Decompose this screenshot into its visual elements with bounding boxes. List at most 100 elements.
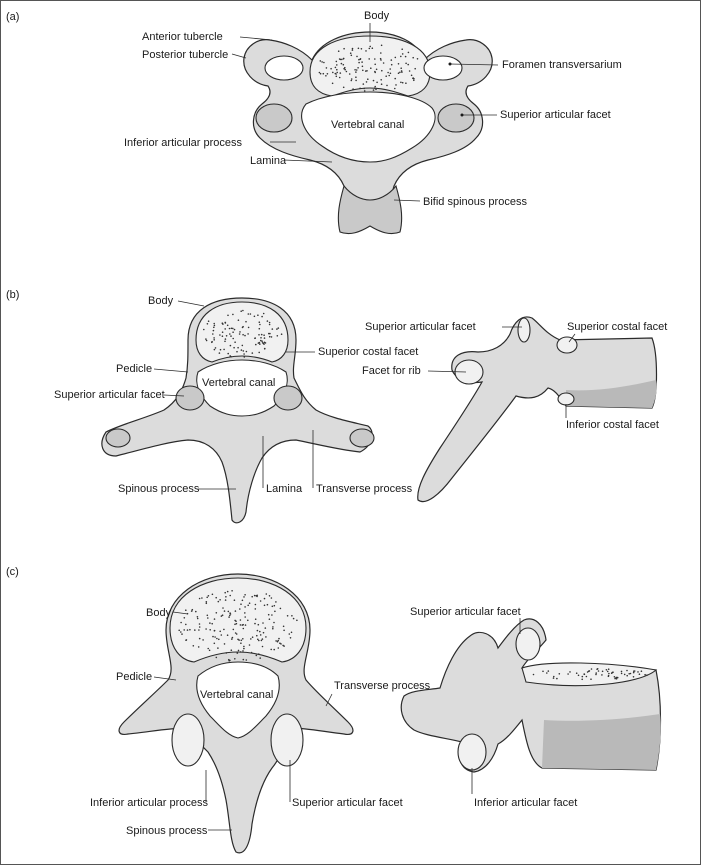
stipple-dot (198, 597, 201, 600)
stipple-dot (283, 645, 285, 647)
stipple-dot (343, 47, 345, 50)
stipple-dot (254, 622, 256, 625)
stipple-dot (623, 673, 626, 676)
stipple-dot (183, 629, 185, 631)
stipple-dot (386, 84, 388, 87)
stipple-dot (273, 604, 276, 607)
leader-a-foramen (449, 63, 499, 66)
stipple-dot (213, 322, 215, 325)
stipple-dot (248, 602, 251, 604)
stipple-dot (355, 69, 358, 71)
stipple-dot (268, 332, 270, 335)
stipple-dot (244, 616, 246, 618)
stipple-dot (253, 594, 256, 597)
stipple-dot (245, 659, 248, 661)
left-superior-articular-facet (255, 103, 293, 133)
stipple-dot (405, 62, 407, 65)
stipple-dot (412, 56, 415, 59)
stipple-dot (412, 77, 415, 79)
stipple-dot (577, 674, 580, 677)
label-a-vertebral-canal: Vertebral canal (331, 119, 404, 131)
stipple-dot (351, 49, 354, 51)
stipple-dot (244, 594, 246, 596)
stipple-dot (400, 55, 402, 58)
stipple-dot (280, 333, 283, 336)
stipple-dot (390, 59, 393, 61)
lumbar-lateral-superior-articular-facet (515, 627, 541, 661)
label-c-lateral-inferior-articular-facet: Inferior articular facet (474, 797, 577, 809)
thoracic-left-superior-articular-facet (175, 385, 205, 411)
stipple-dot (269, 332, 271, 335)
stipple-dot (581, 675, 584, 678)
stipple-dot (400, 81, 402, 84)
label-b-superior-articular-facet: Superior articular facet (54, 389, 165, 401)
stipple-dot (363, 87, 366, 90)
label-c-pedicle: Pedicle (116, 671, 152, 683)
stipple-dot (268, 321, 271, 324)
stipple-dot (181, 633, 183, 635)
stipple-dot (234, 632, 237, 634)
stipple-dot (261, 340, 263, 343)
stipple-dot (213, 337, 215, 339)
label-b-lateral-superior-articular-facet: Superior articular facet (365, 321, 476, 333)
stipple-dot (224, 599, 227, 601)
stipple-dot (277, 647, 280, 649)
stipple-dot (390, 63, 393, 66)
stipple-dot (400, 70, 403, 72)
label-c-transverse-process: Transverse process (334, 680, 431, 692)
stipple-dot (270, 336, 273, 338)
stipple-dot (357, 67, 359, 69)
stipple-dot (237, 649, 240, 652)
stipple-dot (221, 331, 224, 334)
stipple-dot (225, 652, 228, 654)
stipple-dot (255, 343, 257, 346)
stipple-dot (360, 48, 363, 50)
stipple-dot (583, 673, 585, 675)
thoracic-lateral-inferior-costal-facet (557, 392, 575, 406)
stipple-dot (244, 612, 246, 614)
stipple-dot (201, 597, 203, 599)
stipple-dot (205, 628, 207, 630)
stipple-dot (290, 631, 293, 634)
stipple-dot (271, 328, 274, 330)
stipple-dot (233, 346, 235, 349)
stipple-dot (244, 334, 246, 337)
stipple-dot (267, 613, 270, 616)
stipple-dot (247, 313, 250, 315)
stipple-dot (255, 634, 258, 637)
stipple-dot (243, 356, 246, 358)
stipple-dot (180, 631, 182, 633)
stipple-dot (232, 331, 234, 334)
stipple-dot (413, 79, 415, 82)
stipple-dot (234, 610, 237, 612)
stipple-dot (218, 352, 221, 354)
stipple-dot (247, 604, 249, 607)
leader-a-superior-facet-dot (460, 113, 464, 117)
stipple-dot (237, 319, 240, 322)
stipple-dot (596, 668, 599, 670)
stipple-dot (368, 58, 371, 60)
stipple-dot (587, 670, 590, 672)
stipple-dot (394, 77, 397, 80)
stipple-dot (261, 638, 264, 640)
stipple-dot (230, 327, 233, 330)
stipple-dot (367, 78, 369, 80)
stipple-dot (212, 329, 215, 332)
stipple-dot (211, 341, 213, 344)
stipple-dot (358, 58, 360, 61)
label-a-posterior-tubercle: Posterior tubercle (142, 49, 228, 61)
stipple-dot (264, 347, 266, 350)
stipple-dot (605, 669, 608, 671)
stipple-dot (215, 612, 218, 614)
stipple-dot (362, 69, 364, 72)
stipple-dot (224, 591, 226, 594)
stipple-dot (250, 651, 253, 654)
stipple-dot (331, 82, 334, 85)
stipple-dot (221, 335, 224, 338)
stipple-dot (410, 74, 413, 77)
stipple-dot (322, 72, 325, 75)
stipple-dot (225, 596, 227, 598)
stipple-dot (209, 629, 211, 631)
label-c-body: Body (146, 607, 172, 619)
